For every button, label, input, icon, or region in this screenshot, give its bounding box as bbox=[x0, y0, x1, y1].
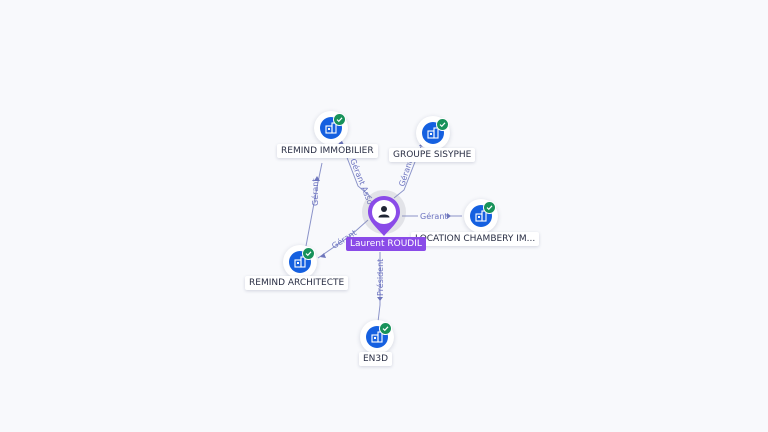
company-label: EN3D bbox=[359, 352, 393, 366]
check-icon bbox=[436, 118, 449, 131]
company-label: REMIND ARCHITECTE bbox=[245, 276, 349, 290]
person-label: Laurent ROUDIL bbox=[346, 237, 426, 251]
user-icon bbox=[378, 206, 390, 218]
check-icon bbox=[379, 322, 392, 335]
company-label: GROUPE SISYPHE bbox=[389, 148, 476, 162]
edge-label: Gérant bbox=[310, 178, 320, 206]
company-label: REMIND IMMOBILIER bbox=[277, 144, 378, 158]
map-pin-icon bbox=[368, 196, 400, 236]
edge-architecte-immobilier: Gérant bbox=[305, 162, 323, 247]
edge-person-location-chambery: Gérant bbox=[402, 210, 462, 221]
arrow-icon bbox=[377, 297, 383, 301]
arrow-icon bbox=[320, 253, 326, 258]
edge-label: Président bbox=[375, 259, 385, 296]
arrow-icon bbox=[338, 139, 344, 145]
company-label: LOCATION CHAMBERY IM... bbox=[411, 232, 540, 246]
check-icon bbox=[483, 201, 496, 214]
arrow-icon bbox=[447, 213, 451, 219]
edge-label: Gérant bbox=[420, 211, 448, 221]
edge-person-en3d: Président bbox=[375, 252, 385, 323]
arrow-icon bbox=[314, 176, 320, 181]
check-icon bbox=[302, 247, 315, 260]
check-icon bbox=[333, 113, 346, 126]
edge-label: Gérant bbox=[396, 158, 414, 187]
